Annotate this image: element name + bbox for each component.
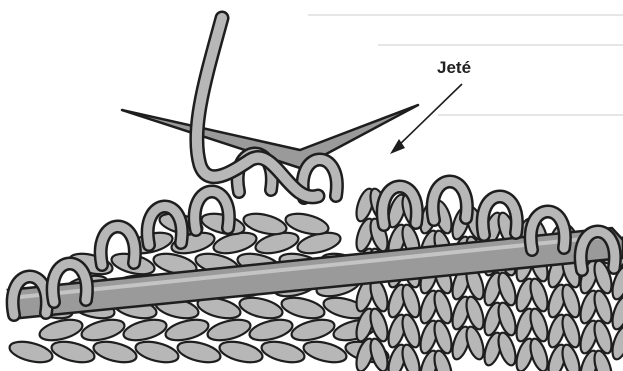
garter-bump bbox=[175, 338, 222, 366]
stockinette-leg-right bbox=[495, 331, 519, 368]
garter-bump bbox=[49, 338, 96, 366]
garter-bump bbox=[289, 316, 336, 344]
stockinette-leg-right bbox=[463, 325, 487, 362]
garter-bump bbox=[279, 294, 326, 322]
garter-bump bbox=[301, 338, 348, 366]
garter-bump bbox=[7, 338, 54, 366]
garter-bump bbox=[37, 316, 84, 344]
garter-bump bbox=[237, 294, 284, 322]
stockinette-leg-right bbox=[527, 337, 551, 371]
garter-bump bbox=[205, 316, 252, 344]
garter-bump bbox=[217, 338, 264, 366]
garter-bump bbox=[259, 338, 306, 366]
pointer-line bbox=[396, 84, 462, 148]
jete-label: Jeté bbox=[437, 58, 471, 78]
garter-bump bbox=[79, 316, 126, 344]
garter-bump bbox=[91, 338, 138, 366]
garter-bump bbox=[163, 316, 210, 344]
jete-pointer-arrow bbox=[390, 84, 462, 154]
garter-bump bbox=[133, 338, 180, 366]
garter-bump bbox=[247, 316, 294, 344]
garter-bump bbox=[121, 316, 168, 344]
